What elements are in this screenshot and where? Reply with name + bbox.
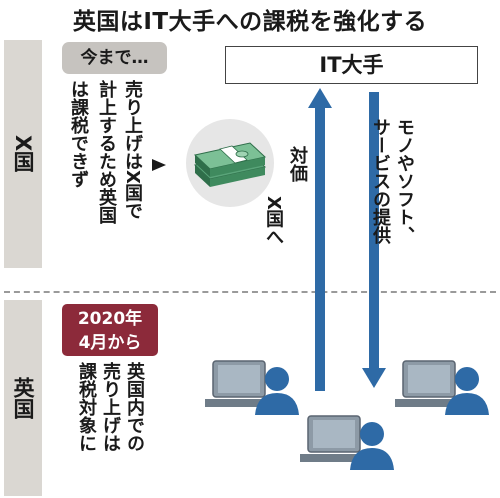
after-text-col2: 売り上げは bbox=[100, 362, 121, 452]
before-label: 今まで… bbox=[62, 42, 167, 74]
cash-stack-icon bbox=[193, 142, 267, 187]
money-pointer-icon bbox=[152, 159, 166, 171]
payment-dest-label: X国へ bbox=[263, 196, 284, 246]
service-label-col1: モノやソフト、 bbox=[394, 118, 415, 244]
service-label-col2: サービスの提供 bbox=[370, 118, 391, 244]
laptop-user-icon bbox=[300, 415, 394, 470]
x-country-band: X国 bbox=[4, 40, 42, 268]
before-text-col2: 計上するため英国 bbox=[96, 80, 117, 224]
region-divider bbox=[4, 291, 496, 293]
before-col2: X国で bbox=[122, 170, 143, 220]
before-col1: 売り上げは bbox=[122, 80, 143, 170]
after-badge-line1: 2020年 bbox=[77, 309, 143, 329]
money-illustration bbox=[152, 119, 274, 207]
arrow-up-payment bbox=[308, 88, 332, 391]
after-text-col1: 英国内での bbox=[124, 362, 145, 452]
before-text-col1: 売り上げはX国で bbox=[120, 80, 144, 250]
payment-label: 対価 bbox=[287, 146, 308, 182]
after-badge: 2020年 4月から bbox=[62, 304, 158, 356]
before-text-col3: は課税できず bbox=[68, 80, 89, 188]
after-text-col3: 課税対象に bbox=[76, 362, 97, 452]
uk-label: 英国 bbox=[11, 377, 35, 419]
laptop-user-icon bbox=[205, 360, 299, 415]
diagram-title: 英国はIT大手への課税を強化する bbox=[72, 9, 428, 35]
laptop-user-icon bbox=[395, 360, 489, 415]
flow-arrows bbox=[308, 88, 386, 391]
after-badge-line2: 4月から bbox=[78, 333, 142, 353]
it-company-box: IT大手 bbox=[225, 46, 478, 84]
x-country-label: X国 bbox=[11, 135, 35, 173]
arrow-down-service bbox=[362, 92, 386, 388]
uk-band: 英国 bbox=[4, 300, 42, 496]
